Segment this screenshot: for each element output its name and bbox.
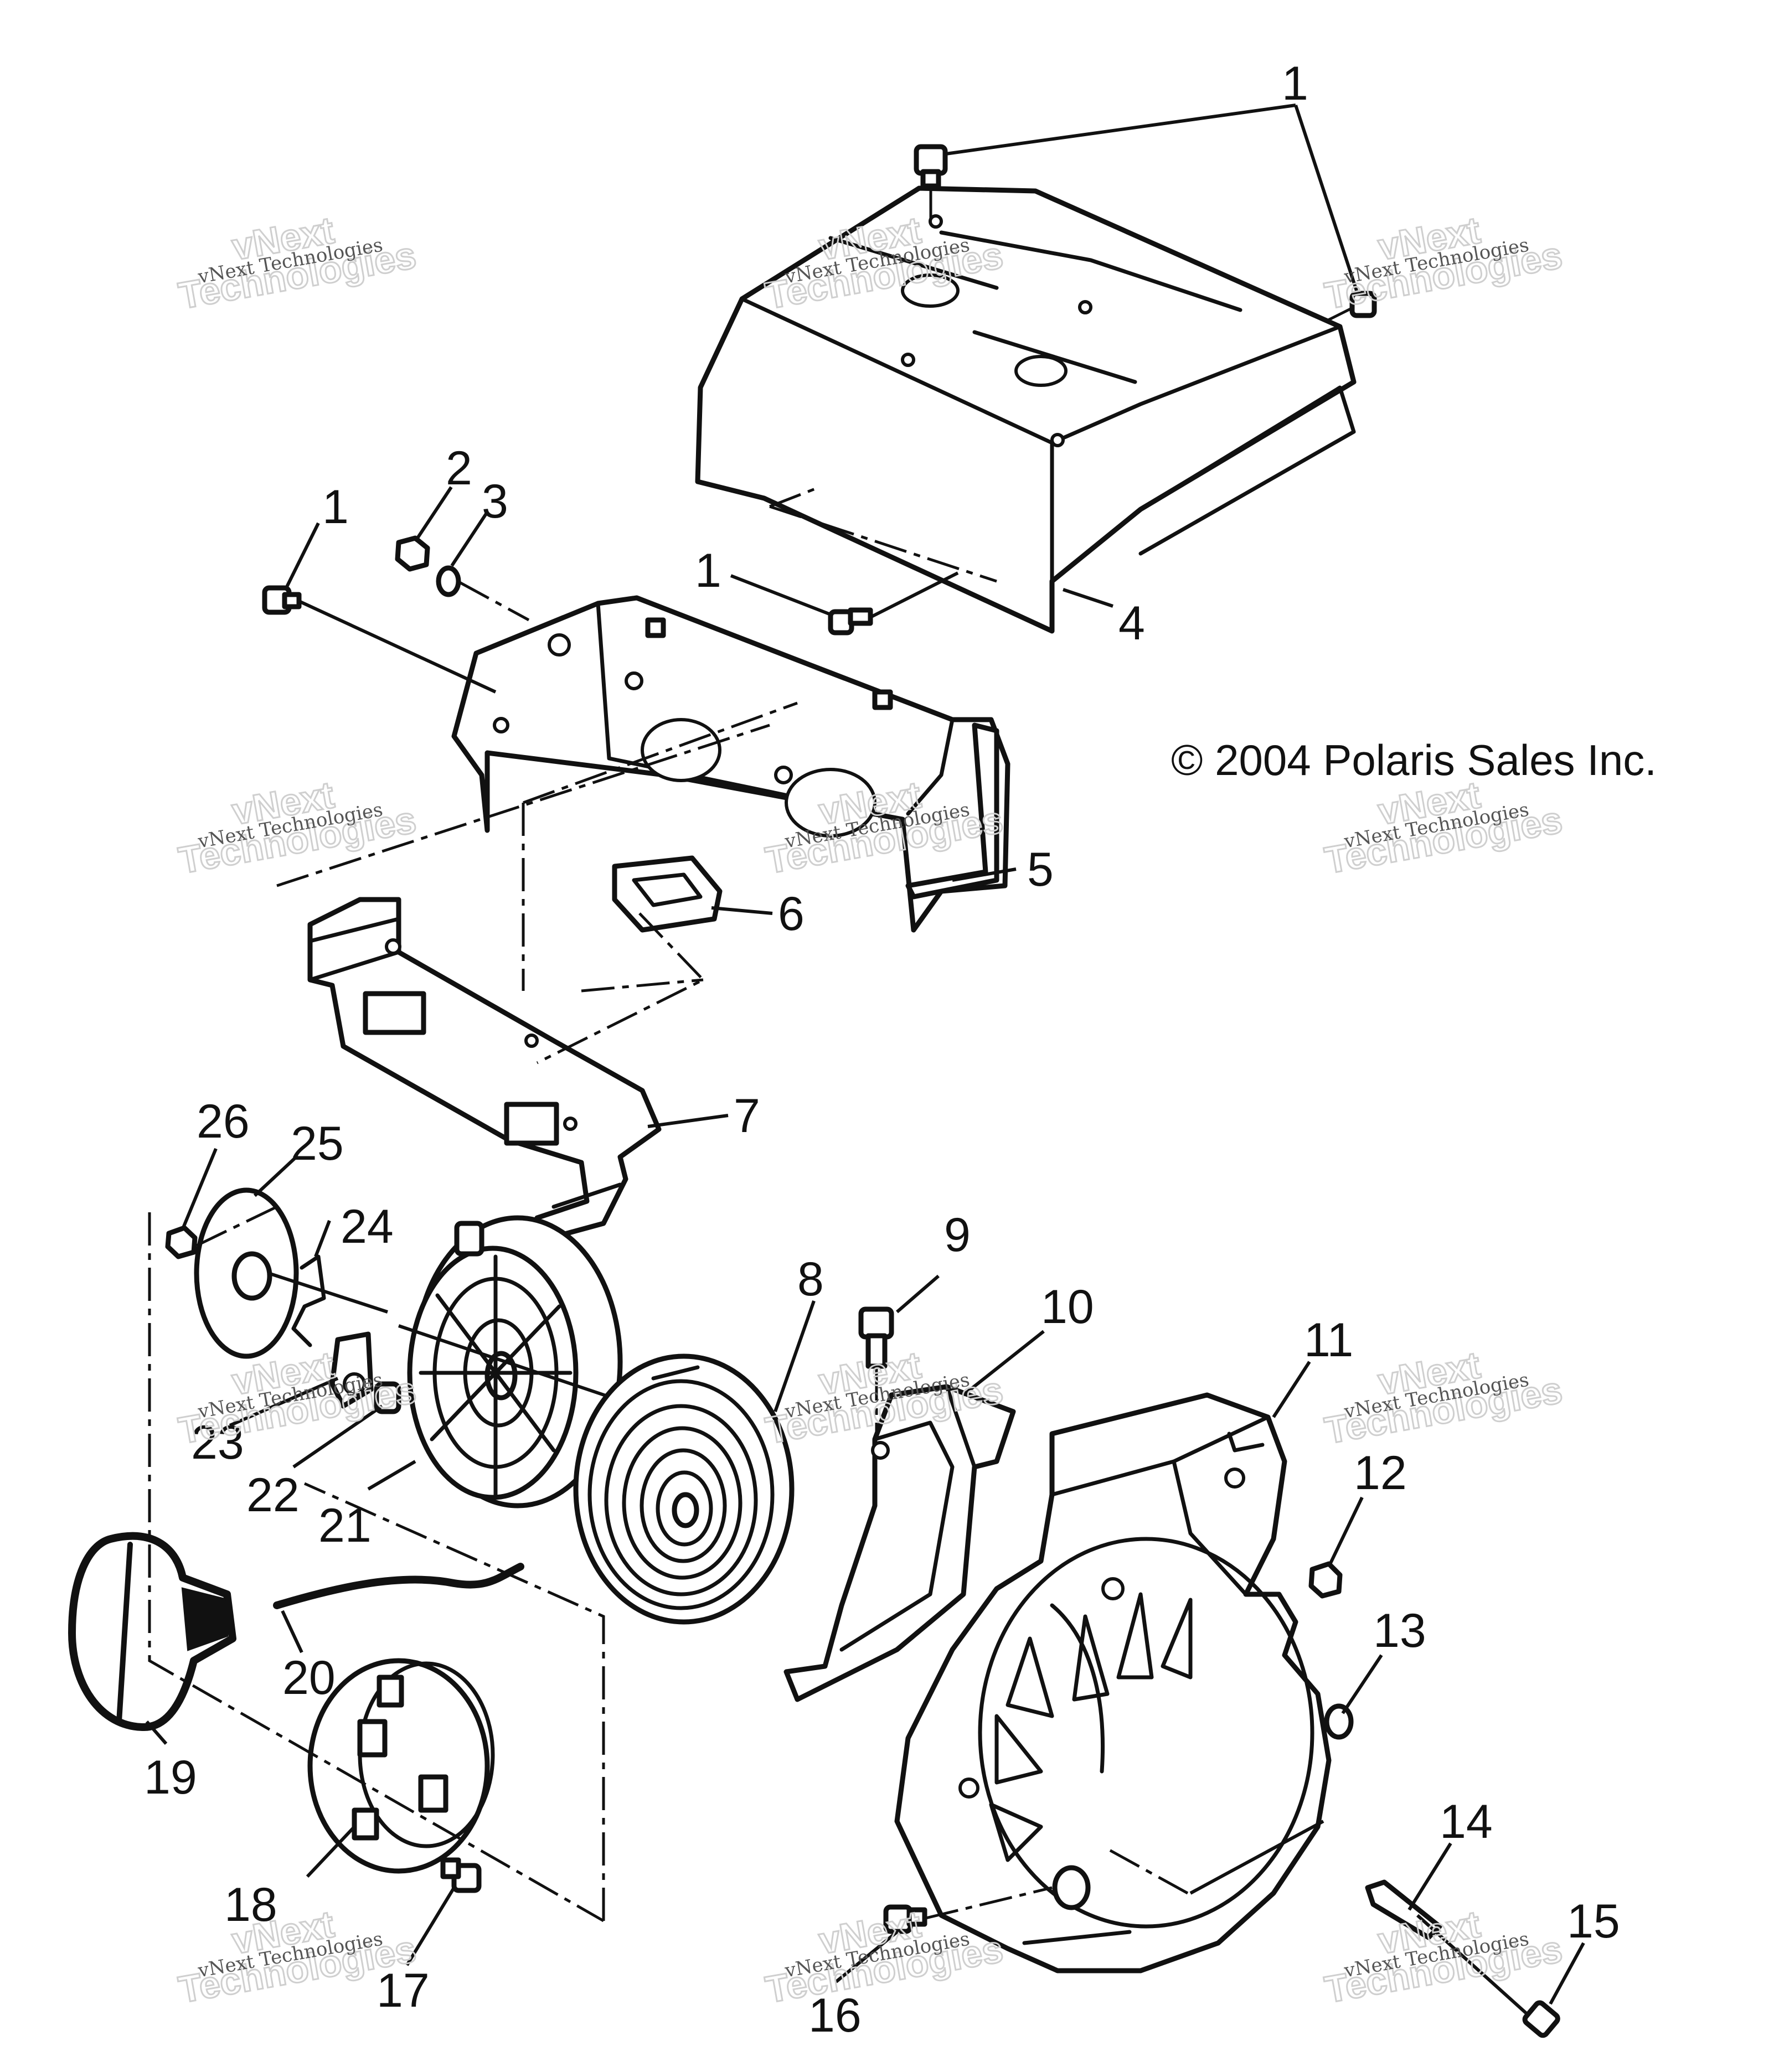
starter-rope — [273, 1563, 524, 1609]
callout-12: 12 — [1354, 1446, 1407, 1500]
callout-11: 11 — [1304, 1314, 1353, 1367]
bolt-icon — [1325, 291, 1377, 323]
copyright-notice: © 2004 Polaris Sales Inc. — [1171, 736, 1657, 784]
callout-5: 5 — [1027, 843, 1054, 896]
callout-10: 10 — [1041, 1280, 1094, 1334]
callout-labels: 1 1 2 3 1 4 5 6 7 8 9 10 11 12 13 14 15 … — [144, 57, 1620, 2042]
recoil-pulley — [398, 1215, 654, 1508]
callout-1: 1 — [322, 480, 349, 534]
starter-handle — [68, 1532, 236, 1731]
bolt-icon — [883, 1886, 1053, 1934]
bolt-icon — [262, 585, 497, 694]
pawl — [329, 1331, 374, 1409]
recoil-spring — [573, 1353, 795, 1625]
callout-3: 3 — [482, 475, 508, 528]
callout-1: 1 — [1282, 57, 1308, 110]
pin — [374, 1381, 401, 1414]
bolt-icon — [1416, 1914, 1560, 2038]
bolt-icon — [914, 144, 948, 219]
callout-2: 2 — [446, 442, 472, 495]
callout-17: 17 — [377, 1964, 430, 2017]
callout-21: 21 — [318, 1499, 372, 1552]
spring-clip — [291, 1254, 326, 1347]
starter-cup — [307, 1658, 495, 1874]
callout-1: 1 — [695, 544, 721, 597]
callout-8: 8 — [797, 1253, 824, 1306]
pulley-plate — [194, 1187, 388, 1359]
callout-9: 9 — [944, 1208, 971, 1262]
nut-icon — [1308, 1561, 1343, 1599]
callout-18: 18 — [224, 1878, 277, 1931]
callout-7: 7 — [734, 1089, 760, 1143]
bolt-icon — [858, 1306, 894, 1450]
bolt-icon — [828, 571, 959, 635]
nut-icon — [165, 1225, 198, 1259]
callout-16: 16 — [808, 1989, 862, 2042]
lower-heat-shield — [451, 595, 1010, 933]
washer-icon — [436, 565, 530, 622]
fan-housing — [894, 1392, 1332, 1973]
callout-22: 22 — [246, 1469, 300, 1522]
callout-23: 23 — [191, 1416, 244, 1469]
callout-20: 20 — [282, 1651, 336, 1704]
mounting-bracket — [307, 897, 662, 1243]
callout-24: 24 — [341, 1200, 394, 1253]
callout-15: 15 — [1567, 1895, 1620, 1948]
leader-lines — [145, 104, 1585, 2005]
bolt-icon — [440, 1857, 482, 1893]
callout-26: 26 — [197, 1095, 250, 1148]
callout-13: 13 — [1373, 1604, 1426, 1657]
callout-14: 14 — [1440, 1795, 1493, 1848]
gasket — [612, 855, 723, 933]
callout-4: 4 — [1118, 597, 1145, 650]
callout-6: 6 — [778, 887, 805, 941]
callout-25: 25 — [291, 1117, 344, 1170]
nut-icon — [395, 535, 430, 572]
starter-bracket — [783, 1384, 1016, 1702]
nut-icon — [1324, 1703, 1354, 1740]
upper-cover-shield — [695, 185, 1357, 634]
callout-19: 19 — [144, 1751, 197, 1804]
